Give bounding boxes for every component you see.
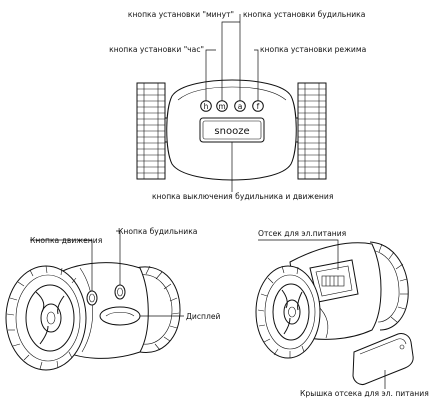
minute-button-letter: m: [218, 102, 225, 111]
display-label: Дисплей: [186, 312, 221, 321]
battery-compartment-label: Отсек для эл.питания: [258, 229, 346, 238]
top-view-leaders: [205, 14, 259, 192]
minute-button[interactable]: m: [216, 100, 228, 112]
front-wheel: [5, 265, 87, 371]
mode-button[interactable]: f: [252, 100, 264, 112]
alarm-set-button[interactable]: a: [234, 100, 246, 112]
mode-button-letter: f: [257, 102, 260, 111]
hour-button-letter: h: [204, 102, 209, 111]
snooze-button[interactable]: snooze: [199, 117, 265, 143]
display-window: [99, 306, 141, 326]
minute-button-label: кнопка установки "минут": [128, 10, 234, 19]
hour-button-label: кнопка установки "час": [109, 45, 204, 54]
mode-button-label: кнопка установки режима: [260, 45, 366, 54]
left-perspective-view: Кнопка движения Кнопка будильника Диспле…: [5, 227, 221, 371]
left-view-leaders: [30, 230, 184, 317]
battery-cover: [352, 333, 414, 385]
right-perspective-view: Отсек для эл.питания Крышка отсека для э…: [255, 229, 429, 398]
snooze-button-label: кнопка выключения будильника и движения: [152, 192, 333, 201]
motion-button-label: Кнопка движения: [30, 236, 102, 245]
alarm-set-button-label: кнопка установки будильника: [243, 10, 365, 19]
hour-button[interactable]: h: [200, 100, 212, 112]
snooze-text: snooze: [214, 126, 249, 137]
alarm-button-label: Кнопка будильника: [118, 227, 197, 236]
motion-button[interactable]: [86, 290, 98, 306]
right-wheel-tread: [297, 82, 327, 180]
left-wheel-tread: [136, 82, 166, 180]
alarm-set-button-letter: a: [238, 102, 243, 111]
battery-cover-label: Крышка отсека для эл. питания: [300, 389, 429, 398]
top-view-clock: h m a f snooze: [109, 10, 366, 201]
right-view-leaders: [258, 239, 386, 389]
alarm-button[interactable]: [114, 284, 126, 300]
top-buttons: h m a f: [200, 100, 264, 112]
right-front-wheel: [255, 265, 321, 359]
